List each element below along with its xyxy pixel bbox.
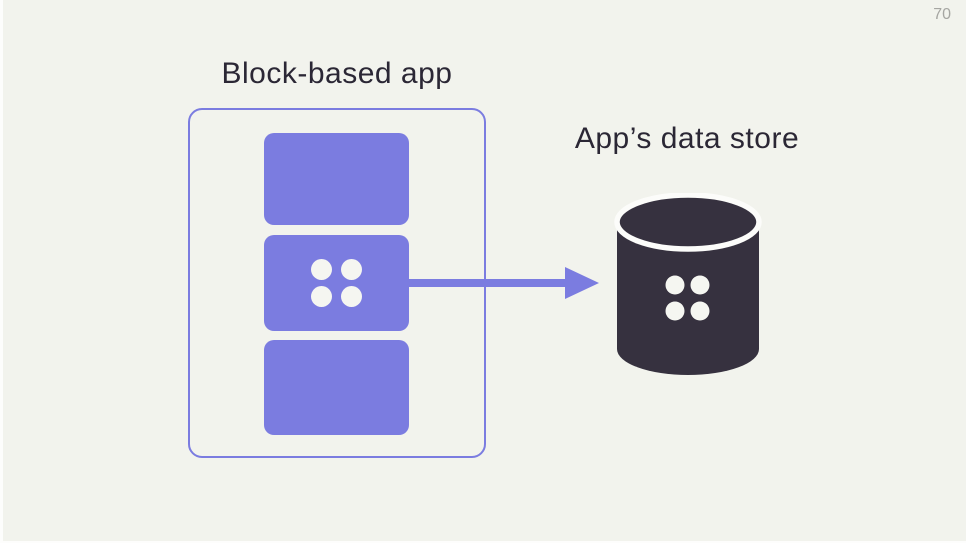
app-block-middle (264, 235, 409, 331)
dot (311, 259, 332, 280)
page-number: 70 (933, 6, 951, 23)
data-dots-icon (311, 259, 362, 307)
flow-arrow-icon (408, 267, 599, 299)
app-title: Block-based app (221, 57, 453, 90)
dot (311, 286, 332, 307)
database-icon (614, 193, 762, 375)
data-dots-icon (665, 275, 710, 321)
data-store-title: App’s data store (574, 122, 800, 155)
dot (341, 286, 362, 307)
slide-edge-left (0, 0, 3, 543)
app-block-bottom (264, 340, 409, 435)
app-block-top (264, 133, 409, 225)
dot (341, 259, 362, 280)
slide-edge-bottom (0, 541, 966, 543)
